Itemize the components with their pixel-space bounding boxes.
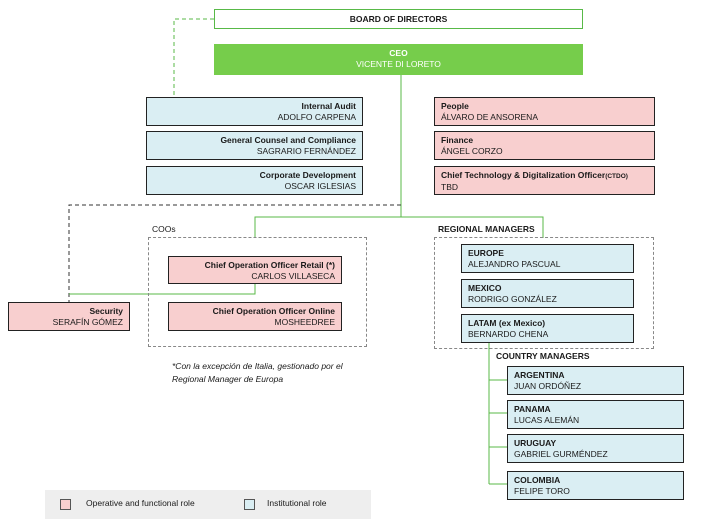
coo-branch (254, 216, 401, 238)
country-panama-box: PANAMA LUCAS ALEMÁN (507, 400, 684, 429)
region-name: BERNARDO CHENA (468, 329, 549, 339)
country-uruguay-box: URUGUAY GABRIEL GURMÉNDEZ (507, 434, 684, 463)
legend: Operative and functional role Institutio… (45, 490, 371, 519)
board-of-directors-box: BOARD OF DIRECTORS (214, 9, 583, 29)
role-title: Corporate Development (259, 170, 356, 180)
security-retail-connector (69, 284, 256, 295)
role-name: MOSHEEDREE (274, 317, 335, 327)
role-name: CARLOS VILLASECA (251, 271, 335, 281)
region-name: RODRIGO GONZÁLEZ (468, 294, 557, 304)
internal-audit-box: Internal Audit ADOLFO CARPENA (146, 97, 363, 126)
role-title: Security (89, 306, 123, 316)
role-name: SAGRARIO FERNÁNDEZ (256, 146, 356, 156)
coos-label: COOs (152, 224, 176, 234)
regional-managers-group (434, 237, 654, 349)
country-name: FELIPE TORO (514, 486, 570, 496)
region-title: LATAM (ex Mexico) (468, 318, 546, 328)
region-name: ALEJANDRO PASCUAL (468, 259, 561, 269)
ceo-title: CEO (389, 48, 408, 58)
country-title: URUGUAY (514, 438, 557, 448)
country-name: LUCAS ALEMÁN (514, 415, 580, 425)
country-argentina-box: ARGENTINA JUAN ORDÓÑEZ (507, 366, 684, 395)
coo-online-box: Chief Operation Officer Online MOSHEEDRE… (168, 302, 342, 331)
legend-operative-label: Operative and functional role (86, 498, 195, 508)
ctdo-title-text: Chief Technology & Digitalization Office… (441, 170, 606, 180)
role-name: SERAFÍN GÓMEZ (52, 317, 123, 327)
regional-branch (401, 216, 544, 238)
country-title: COLOMBIA (514, 475, 561, 485)
security-dashed-connector (68, 204, 401, 302)
role-name: OSCAR IGLESIAS (284, 181, 356, 191)
regional-europe-box: EUROPE ALEJANDRO PASCUAL (461, 244, 634, 273)
role-title: People (441, 101, 469, 111)
country-name: JUAN ORDÓÑEZ (514, 381, 582, 391)
ctdo-suffix: (CTDO) (605, 173, 628, 180)
coos-group (148, 237, 367, 347)
role-title: Finance (441, 135, 474, 145)
ceo-name: VICENTE DI LORETO (356, 59, 441, 69)
board-connector (173, 18, 214, 97)
ctdo-box: Chief Technology & Digitalization Office… (434, 166, 655, 195)
country-title: ARGENTINA (514, 370, 565, 380)
board-label: BOARD OF DIRECTORS (349, 14, 448, 24)
country-managers-label: COUNTRY MANAGERS (496, 351, 590, 361)
legend-institutional-swatch (244, 499, 255, 510)
ceo-box: CEO VICENTE DI LORETO (214, 44, 583, 75)
country-title: PANAMA (514, 404, 551, 414)
role-name: ÁNGEL CORZO (441, 146, 503, 156)
regional-mexico-box: MEXICO RODRIGO GONZÁLEZ (461, 279, 634, 308)
finance-box: Finance ÁNGEL CORZO (434, 131, 655, 160)
regional-latam-box: LATAM (ex Mexico) BERNARDO CHENA (461, 314, 634, 343)
region-title: EUROPE (468, 248, 504, 258)
coo-retail-box: Chief Operation Officer Retail (*) CARLO… (168, 256, 342, 284)
role-name: ÁLVARO DE ANSORENA (441, 112, 538, 122)
legend-operative-swatch (60, 499, 71, 510)
role-title: Chief Operation Officer Retail (*) (204, 260, 335, 270)
role-title: General Counsel and Compliance (220, 135, 356, 145)
corporate-development-box: Corporate Development OSCAR IGLESIAS (146, 166, 363, 195)
people-box: People ÁLVARO DE ANSORENA (434, 97, 655, 126)
footnote: *Con la excepción de Italia, gestionado … (172, 361, 343, 384)
role-name: ADOLFO CARPENA (277, 112, 356, 122)
general-counsel-box: General Counsel and Compliance SAGRARIO … (146, 131, 363, 160)
legend-institutional-label: Institutional role (267, 498, 327, 508)
security-box: Security SERAFÍN GÓMEZ (8, 302, 130, 331)
country-colombia-box: COLOMBIA FELIPE TORO (507, 471, 684, 500)
role-title: Internal Audit (301, 101, 356, 111)
country-name: GABRIEL GURMÉNDEZ (514, 449, 608, 459)
region-title: MEXICO (468, 283, 502, 293)
regional-managers-label: REGIONAL MANAGERS (438, 224, 535, 234)
role-name: TBD (441, 182, 458, 192)
role-title: Chief Technology & Digitalization Office… (441, 170, 648, 182)
role-title: Chief Operation Officer Online (212, 306, 335, 316)
